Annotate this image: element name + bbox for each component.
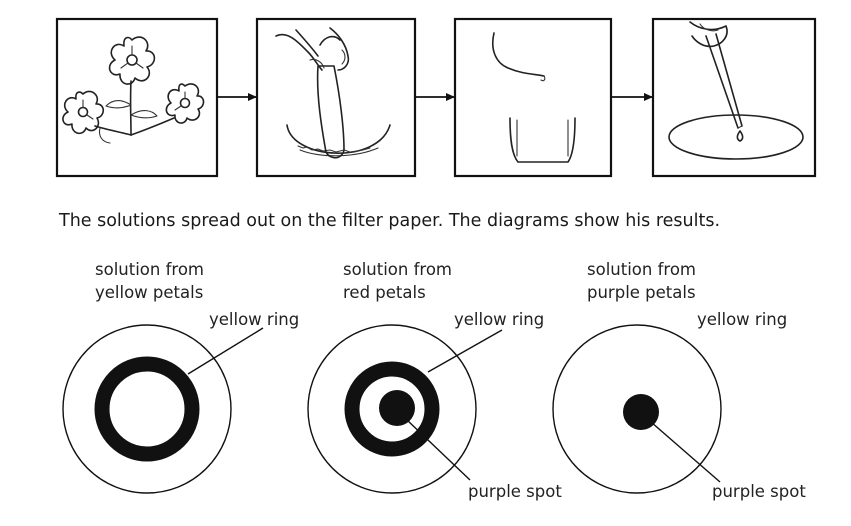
ring-leader-line bbox=[187, 327, 264, 375]
flowers-icon bbox=[62, 36, 205, 144]
panel-grinding bbox=[255, 17, 417, 178]
filter-paper-circle bbox=[62, 324, 232, 494]
yellow-ring bbox=[94, 356, 200, 462]
spot-leader-line bbox=[406, 419, 471, 481]
result-yellow-petals: solution from yellow petals yellow ring bbox=[62, 260, 299, 494]
spot-label: purple spot bbox=[468, 482, 562, 501]
result-title-line1: solution from bbox=[95, 260, 204, 279]
panel-flowers bbox=[55, 17, 219, 178]
result-title-line1: solution from bbox=[587, 260, 696, 279]
process-strip bbox=[55, 17, 817, 178]
result-red-petals: solution from red petals yellow ring pur… bbox=[307, 260, 562, 501]
mortar-and-pestle-icon bbox=[275, 27, 391, 159]
purple-spot bbox=[379, 390, 415, 426]
result-title-line2: purple petals bbox=[587, 283, 696, 302]
result-title-line2: red petals bbox=[343, 283, 426, 302]
result-title-line2: yellow petals bbox=[95, 283, 203, 302]
spot-label: purple spot bbox=[712, 482, 806, 501]
ring-label: yellow ring bbox=[697, 310, 787, 329]
dropper-on-filter-paper-icon bbox=[668, 21, 804, 160]
result-title-line1: solution from bbox=[343, 260, 452, 279]
ring-label: yellow ring bbox=[454, 310, 544, 329]
filter-paper-circle bbox=[307, 324, 477, 494]
panel-pouring bbox=[453, 17, 613, 178]
beaker-icon bbox=[492, 32, 576, 163]
yellow-ring bbox=[344, 361, 440, 457]
panel-dropping bbox=[651, 17, 817, 178]
spot-leader-line bbox=[650, 421, 721, 483]
ring-leader-line bbox=[427, 329, 503, 373]
filter-paper-circle bbox=[552, 324, 722, 494]
caption: The solutions spread out on the filter p… bbox=[58, 211, 720, 231]
results: solution from yellow petals yellow ring … bbox=[62, 260, 806, 501]
ring-label: yellow ring bbox=[209, 310, 299, 329]
result-purple-petals: solution from purple petals yellow ring … bbox=[552, 260, 806, 501]
purple-spot bbox=[623, 394, 659, 430]
